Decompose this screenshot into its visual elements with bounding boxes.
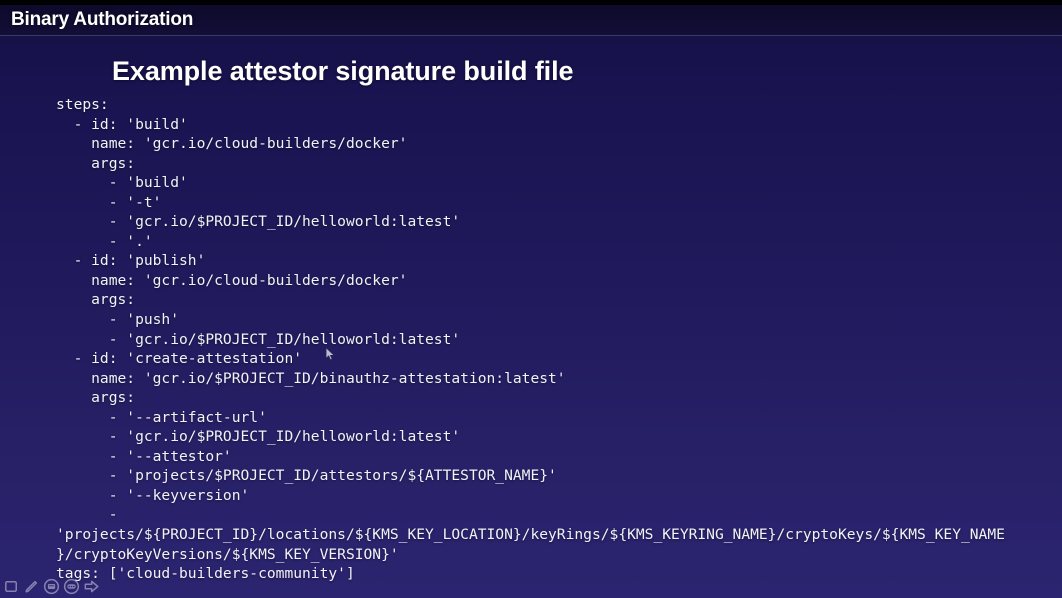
code-line: steps: (56, 96, 109, 113)
code-line: args: (56, 291, 136, 309)
screen-icon[interactable] (42, 577, 61, 596)
more-options-icon[interactable] (62, 577, 81, 596)
code-line: - (56, 506, 118, 524)
code-line: name: 'gcr.io/cloud-builders/docker' (56, 135, 408, 153)
mouse-cursor-icon (325, 347, 336, 361)
code-line: 'projects/${PROJECT_ID}/locations/${KMS_… (56, 526, 1005, 544)
header-divider (0, 35, 1062, 36)
code-line: - 'projects/$PROJECT_ID/attestors/${ATTE… (56, 467, 557, 485)
code-line: - '-t' (56, 193, 162, 211)
code-line: - '--keyversion' (56, 486, 250, 504)
code-line: - 'push' (56, 311, 180, 329)
letterbox-strip-top (0, 0, 1062, 5)
presenter-toolbar[interactable] (2, 576, 101, 596)
code-line: - '.' (56, 232, 153, 250)
code-line: - '--attestor' (56, 447, 232, 465)
code-line: tags: ['cloud-builders-community'] (56, 565, 355, 583)
code-line: args: (56, 154, 136, 172)
pen-icon[interactable] (22, 577, 41, 596)
pointer-icon[interactable] (2, 577, 21, 596)
presentation-title: Binary Authorization (11, 9, 194, 30)
code-line: - 'gcr.io/$PROJECT_ID/helloworld:latest' (56, 330, 461, 348)
code-line: - 'gcr.io/$PROJECT_ID/helloworld:latest' (56, 428, 461, 446)
code-line: name: 'gcr.io/$PROJECT_ID/binauthz-attes… (56, 369, 566, 387)
slide-heading: Example attestor signature build file (112, 56, 574, 86)
code-line: - id: 'publish' (56, 252, 206, 270)
code-line: args: (56, 389, 136, 407)
code-line: name: 'gcr.io/cloud-builders/docker' (56, 271, 408, 289)
code-line: - 'gcr.io/$PROJECT_ID/helloworld:latest' (56, 213, 461, 231)
code-line: - id: 'build' (56, 115, 188, 133)
slide-header-bar: Binary Authorization (0, 5, 1062, 35)
code-line: - id: 'create-attestation' (56, 350, 303, 368)
code-line: - '--artifact-url' (56, 408, 267, 426)
code-line: }/cryptoKeyVersions/${KMS_KEY_VERSION}' (56, 545, 399, 563)
next-slide-arrow-icon[interactable] (82, 577, 101, 596)
code-line: - 'build' (56, 174, 188, 192)
yaml-code-block: steps: - id: 'build' name: 'gcr.io/cloud… (56, 95, 1056, 584)
